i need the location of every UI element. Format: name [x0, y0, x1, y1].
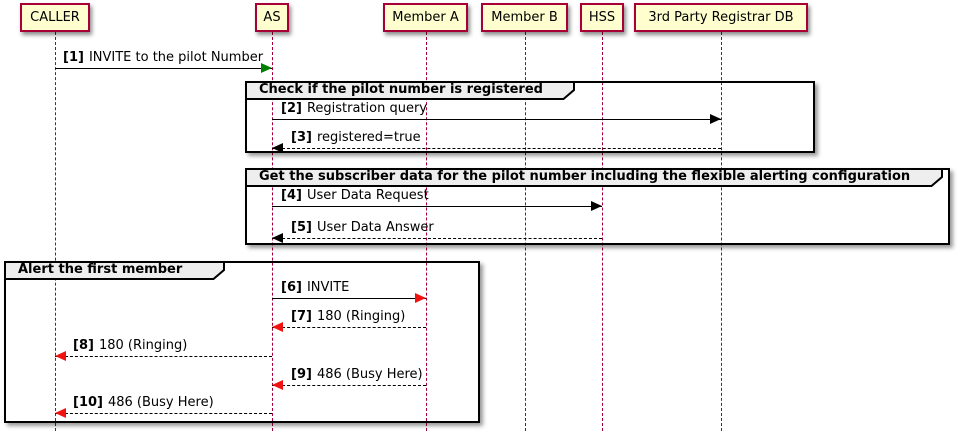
group-header: Get the subscriber data for the pilot nu… [245, 168, 943, 187]
lifeline-caller [55, 32, 56, 431]
group-header-shape [245, 168, 943, 187]
arrowhead-right-icon [710, 114, 721, 124]
participant-member-a: Member A [383, 3, 468, 32]
group-header-shape [4, 261, 225, 280]
message-label-9: [9]486 (Busy Here) [291, 367, 423, 382]
message-label-1: [1]INVITE to the pilot Number [63, 50, 264, 65]
message-label-2: [2]Registration query [281, 101, 427, 116]
group-frame-check-registered: Check if the pilot number is registered [245, 81, 815, 153]
participant-caller: CALLER [20, 3, 90, 32]
message-label-4: [4]User Data Request [281, 188, 429, 203]
participant-label: Member A [392, 10, 459, 25]
message-label-7: [7]180 (Ringing) [291, 309, 406, 324]
lifeline-member-a [426, 32, 427, 431]
participant-label: Member B [491, 10, 558, 25]
participant-member-b: Member B [481, 3, 568, 32]
group-header: Alert the first member [4, 261, 225, 280]
message-line-2 [272, 119, 721, 120]
arrowhead-left-icon [272, 380, 283, 390]
group-title: Get the subscriber data for the pilot nu… [259, 169, 911, 184]
message-line-9 [272, 385, 426, 386]
arrowhead-left-icon [55, 408, 66, 418]
participant-label: CALLER [30, 10, 80, 25]
message-label-6: [6]INVITE [281, 280, 350, 295]
lifeline-member-b [525, 32, 526, 431]
message-line-10 [55, 413, 272, 414]
participant-registrar-db: 3rd Party Registrar DB [634, 3, 808, 32]
group-frame-subscriber-data: Get the subscriber data for the pilot nu… [245, 168, 950, 245]
arrowhead-left-icon [272, 143, 283, 153]
message-label-3: [3]registered=true [291, 130, 421, 145]
participant-label: 3rd Party Registrar DB [648, 10, 794, 25]
group-title: Check if the pilot number is registered [259, 82, 543, 97]
message-label-8: [8]180 (Ringing) [73, 338, 188, 353]
arrowhead-right-icon [591, 201, 602, 211]
participant-as: AS [255, 3, 289, 32]
arrowhead-left-icon [55, 351, 66, 361]
message-label-10: [10]486 (Busy Here) [73, 395, 214, 410]
lifeline-registrar-db [721, 32, 722, 431]
message-line-7 [272, 327, 426, 328]
message-line-3 [272, 148, 721, 149]
participant-label: AS [263, 10, 281, 25]
message-line-1 [55, 68, 272, 69]
message-line-8 [55, 356, 272, 357]
arrowhead-right-icon [415, 293, 426, 303]
lifeline-as [272, 32, 273, 431]
participant-hss: HSS [580, 3, 624, 32]
message-label-5: [5]User Data Answer [291, 220, 434, 235]
message-line-5 [272, 238, 602, 239]
group-title: Alert the first member [18, 262, 183, 277]
message-line-6 [272, 298, 426, 299]
participant-label: HSS [588, 10, 616, 25]
arrowhead-right-icon [261, 63, 272, 73]
group-header: Check if the pilot number is registered [245, 81, 575, 100]
group-header-shape [245, 81, 575, 100]
lifeline-hss [602, 32, 603, 431]
arrowhead-left-icon [272, 322, 283, 332]
group-frame-alert-first-member: Alert the first member [4, 261, 480, 423]
arrowhead-left-icon [272, 233, 283, 243]
message-line-4 [272, 206, 602, 207]
